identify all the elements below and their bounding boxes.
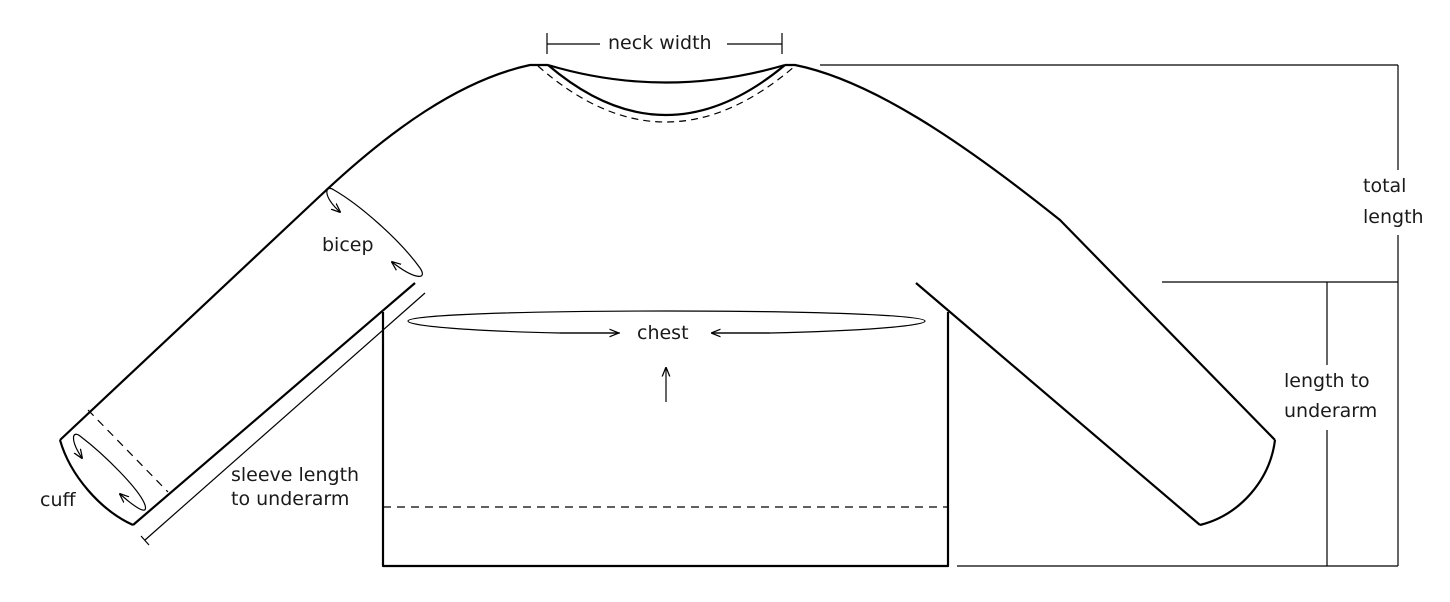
sleeve-length-label-2: to underarm	[231, 488, 350, 510]
left-sleeve-underside	[132, 282, 416, 526]
chest-label: chest	[637, 322, 689, 344]
total-length-label-1: total	[1363, 175, 1407, 197]
total-length-label-2: length	[1363, 206, 1424, 228]
cuff-label: cuff	[40, 489, 76, 511]
neck-ribbing-dashed	[537, 65, 796, 123]
chest-ellipse	[407, 310, 926, 334]
cuff-ellipse	[72, 433, 147, 511]
bicep-ellipse	[326, 187, 423, 277]
neck-width-label: neck width	[608, 32, 712, 54]
sleeve-length-tick	[140, 535, 150, 546]
bicep-label: bicep	[322, 234, 374, 256]
body-outline	[381, 312, 950, 568]
neck-front	[547, 64, 786, 116]
length-to-underarm-label-2: underarm	[1284, 400, 1378, 422]
sleeve-length-label-1: sleeve length	[231, 464, 360, 486]
right-sleeve-underside	[915, 282, 1201, 526]
left-sleeve-outline	[59, 63, 548, 441]
sleeve-length-line	[144, 292, 426, 541]
length-to-underarm-label-1: length to	[1284, 370, 1370, 392]
right-sleeve-outline	[785, 63, 1276, 441]
cuff-ribbing-dashed	[87, 409, 169, 493]
neck-back	[547, 63, 786, 84]
right-cuff-edge	[1199, 439, 1277, 527]
